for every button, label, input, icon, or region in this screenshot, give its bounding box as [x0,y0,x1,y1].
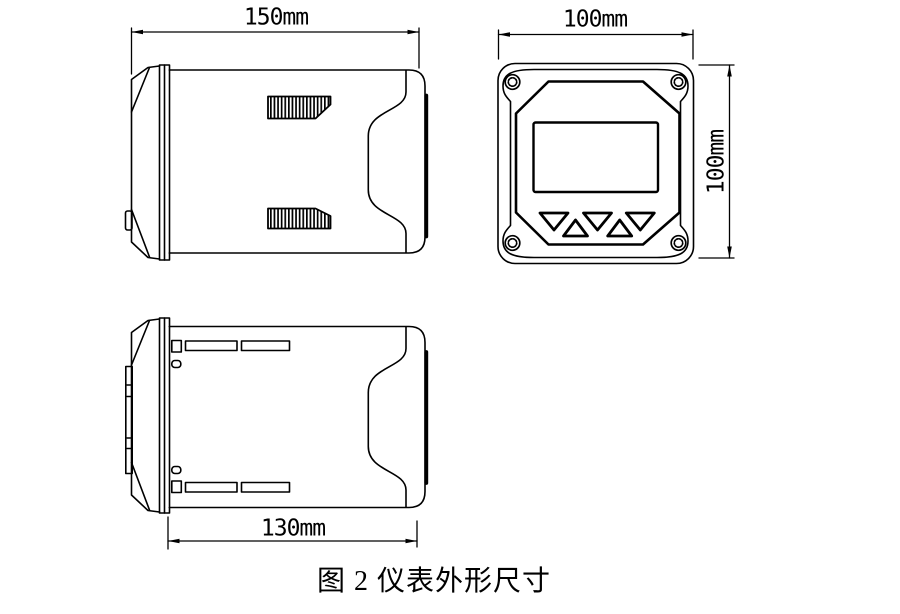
front-outer-case [497,62,695,265]
vent-grille-bottom [267,207,332,230]
front-view [497,29,735,265]
vent-grille-top [267,95,332,120]
arrowhead-left [131,29,143,35]
panel-slots [171,339,291,494]
side-bottom-bezel [130,318,161,513]
arrowhead-bottom [727,246,732,258]
side-top-bezel-chamfer-top [130,66,151,113]
key-down-icon [582,211,613,232]
gasket-ticks [126,384,132,450]
dimension-100mm-height [698,64,735,259]
side-bottom-bezel-chamfer-top [130,319,151,366]
lcd-display [532,121,660,194]
front-width-label: 100mm [562,6,628,33]
front-height-label: 100mm [703,129,730,195]
side-bottom-body-outline [168,325,426,509]
arrowhead-right [407,29,419,35]
side-bottom-gasket [125,365,134,475]
figure-caption: 图 2 仪表外形尺寸 [316,566,552,597]
side-view-bottom [125,317,429,550]
slot-tab-bottom [171,465,182,475]
side-top-bracket-seam [367,69,407,254]
side-bottom-width-label: 130mm [260,515,326,542]
front-waist-contour [502,68,689,259]
screw-top-left-icon [504,73,521,91]
side-top-bezel [130,65,161,260]
screw-bottom-right-icon [670,234,687,252]
dimension-130mm [167,516,418,550]
side-top-mounting-clip [124,210,133,231]
screw-top-right-icon [670,73,687,91]
arrowhead-left [168,538,180,544]
arrowhead-left [498,32,510,37]
corner-screws [504,73,687,252]
key-up-icon [606,218,634,238]
slot-tab-top [171,359,182,369]
side-top-bezel-chamfer-bottom [130,208,151,258]
arrowhead-top [727,65,732,77]
slot-square-bottom [171,480,183,494]
arrowhead-right [405,538,417,544]
key-up-icon [562,218,589,238]
dimension-150mm [130,27,420,75]
slot-bar-top-2 [240,340,291,352]
side-bottom-bracket-seam [367,326,407,508]
screw-bottom-left-icon [504,234,521,252]
front-octagon-frame [514,80,681,246]
key-down-icon [624,211,656,232]
arrowhead-right [681,32,693,37]
slot-bar-bottom-1 [184,481,238,493]
key-down-icon [538,211,570,232]
slot-square-top [171,339,183,353]
side-top-width-label: 150mm [243,4,309,31]
slot-bar-top-1 [184,340,238,352]
dimension-100mm-width [497,29,694,60]
side-view-top [124,27,429,261]
side-bottom-bezel-chamfer-bottom [130,461,151,511]
slot-bar-bottom-2 [240,481,291,493]
keypad-buttons [538,211,656,238]
